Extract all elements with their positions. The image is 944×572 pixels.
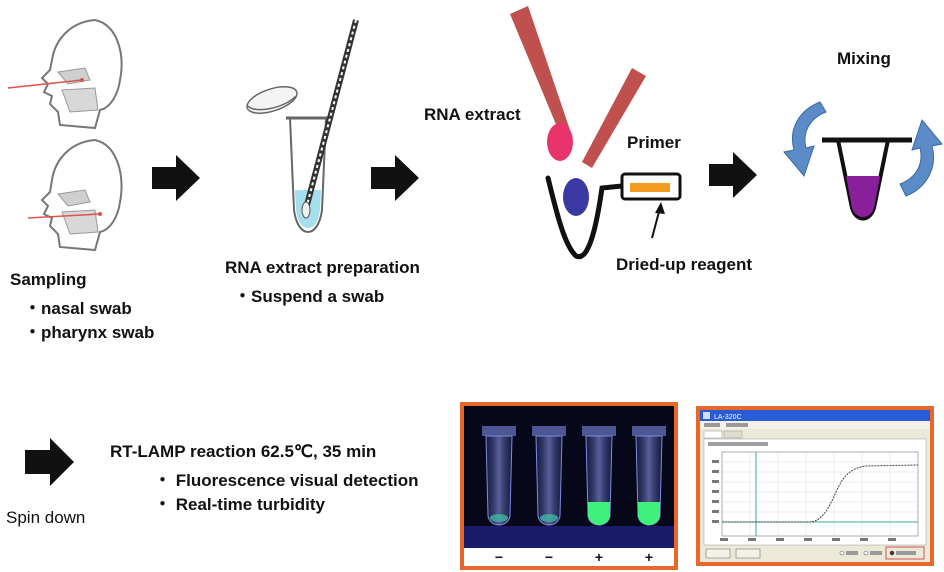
- tube-sign-3: +: [595, 549, 603, 565]
- pharynx-swab-head-illustration: [27, 138, 123, 252]
- window-title: LA-320C: [714, 414, 742, 421]
- dried-reagent-pointer-arrow: [651, 202, 665, 239]
- dried-reagent-cap: [620, 172, 682, 201]
- swab-tube-illustration: [246, 19, 359, 234]
- rna-extract-label: RNA extract: [424, 105, 521, 124]
- rt-lamp-item-turbidity: ・ Real-time turbidity: [154, 495, 325, 514]
- tube-sign-2: −: [545, 549, 553, 565]
- nasal-swab-line: [7, 79, 83, 89]
- rna-extract-drop: [547, 123, 573, 161]
- reaction-tube-outline: [545, 175, 625, 260]
- nasal-swab-head-illustration: [7, 18, 123, 130]
- pharynx-swab-line: [27, 213, 101, 219]
- tube-sign-1: −: [495, 549, 503, 565]
- sampling-title: Sampling: [10, 270, 87, 289]
- mixing-rotation-arrows: [783, 101, 943, 197]
- arrow-4: [25, 438, 74, 486]
- sampling-item-pharynx: ・pharynx swab: [24, 323, 155, 342]
- rt-lamp-title: RT-LAMP reaction 62.5℃, 35 min: [110, 442, 377, 461]
- turbidity-screenshot: LA-320C: [696, 406, 934, 566]
- fluorescence-photo: − − + +: [460, 402, 678, 570]
- dried-reagent-label: Dried-up reagent: [616, 255, 753, 274]
- tube-1: [482, 426, 516, 526]
- arrow-2: [371, 155, 419, 201]
- rna-prep-item: ・Suspend a swab: [234, 287, 385, 306]
- pipette-tips-illustration: [510, 6, 646, 168]
- tube-2: [532, 426, 566, 526]
- sampling-item-nasal: ・nasal swab: [24, 299, 132, 318]
- arrow-1: [152, 155, 200, 201]
- arrow-3: [709, 152, 757, 198]
- tube-4: [632, 426, 666, 526]
- fluorescence-tubes: − − + +: [464, 406, 674, 566]
- mixing-illustration: [822, 137, 912, 221]
- primer-drop: [563, 178, 589, 216]
- turbidity-window: LA-320C: [700, 410, 930, 562]
- tube-sign-4: +: [645, 549, 653, 565]
- primer-label: Primer: [627, 133, 681, 152]
- mixing-label: Mixing: [837, 49, 891, 68]
- rt-lamp-item-fluorescence: ・ Fluorescence visual detection: [154, 471, 419, 490]
- rna-prep-title: RNA extract preparation: [225, 258, 420, 277]
- tube-3: [582, 426, 616, 526]
- spin-down-label: Spin down: [6, 508, 86, 527]
